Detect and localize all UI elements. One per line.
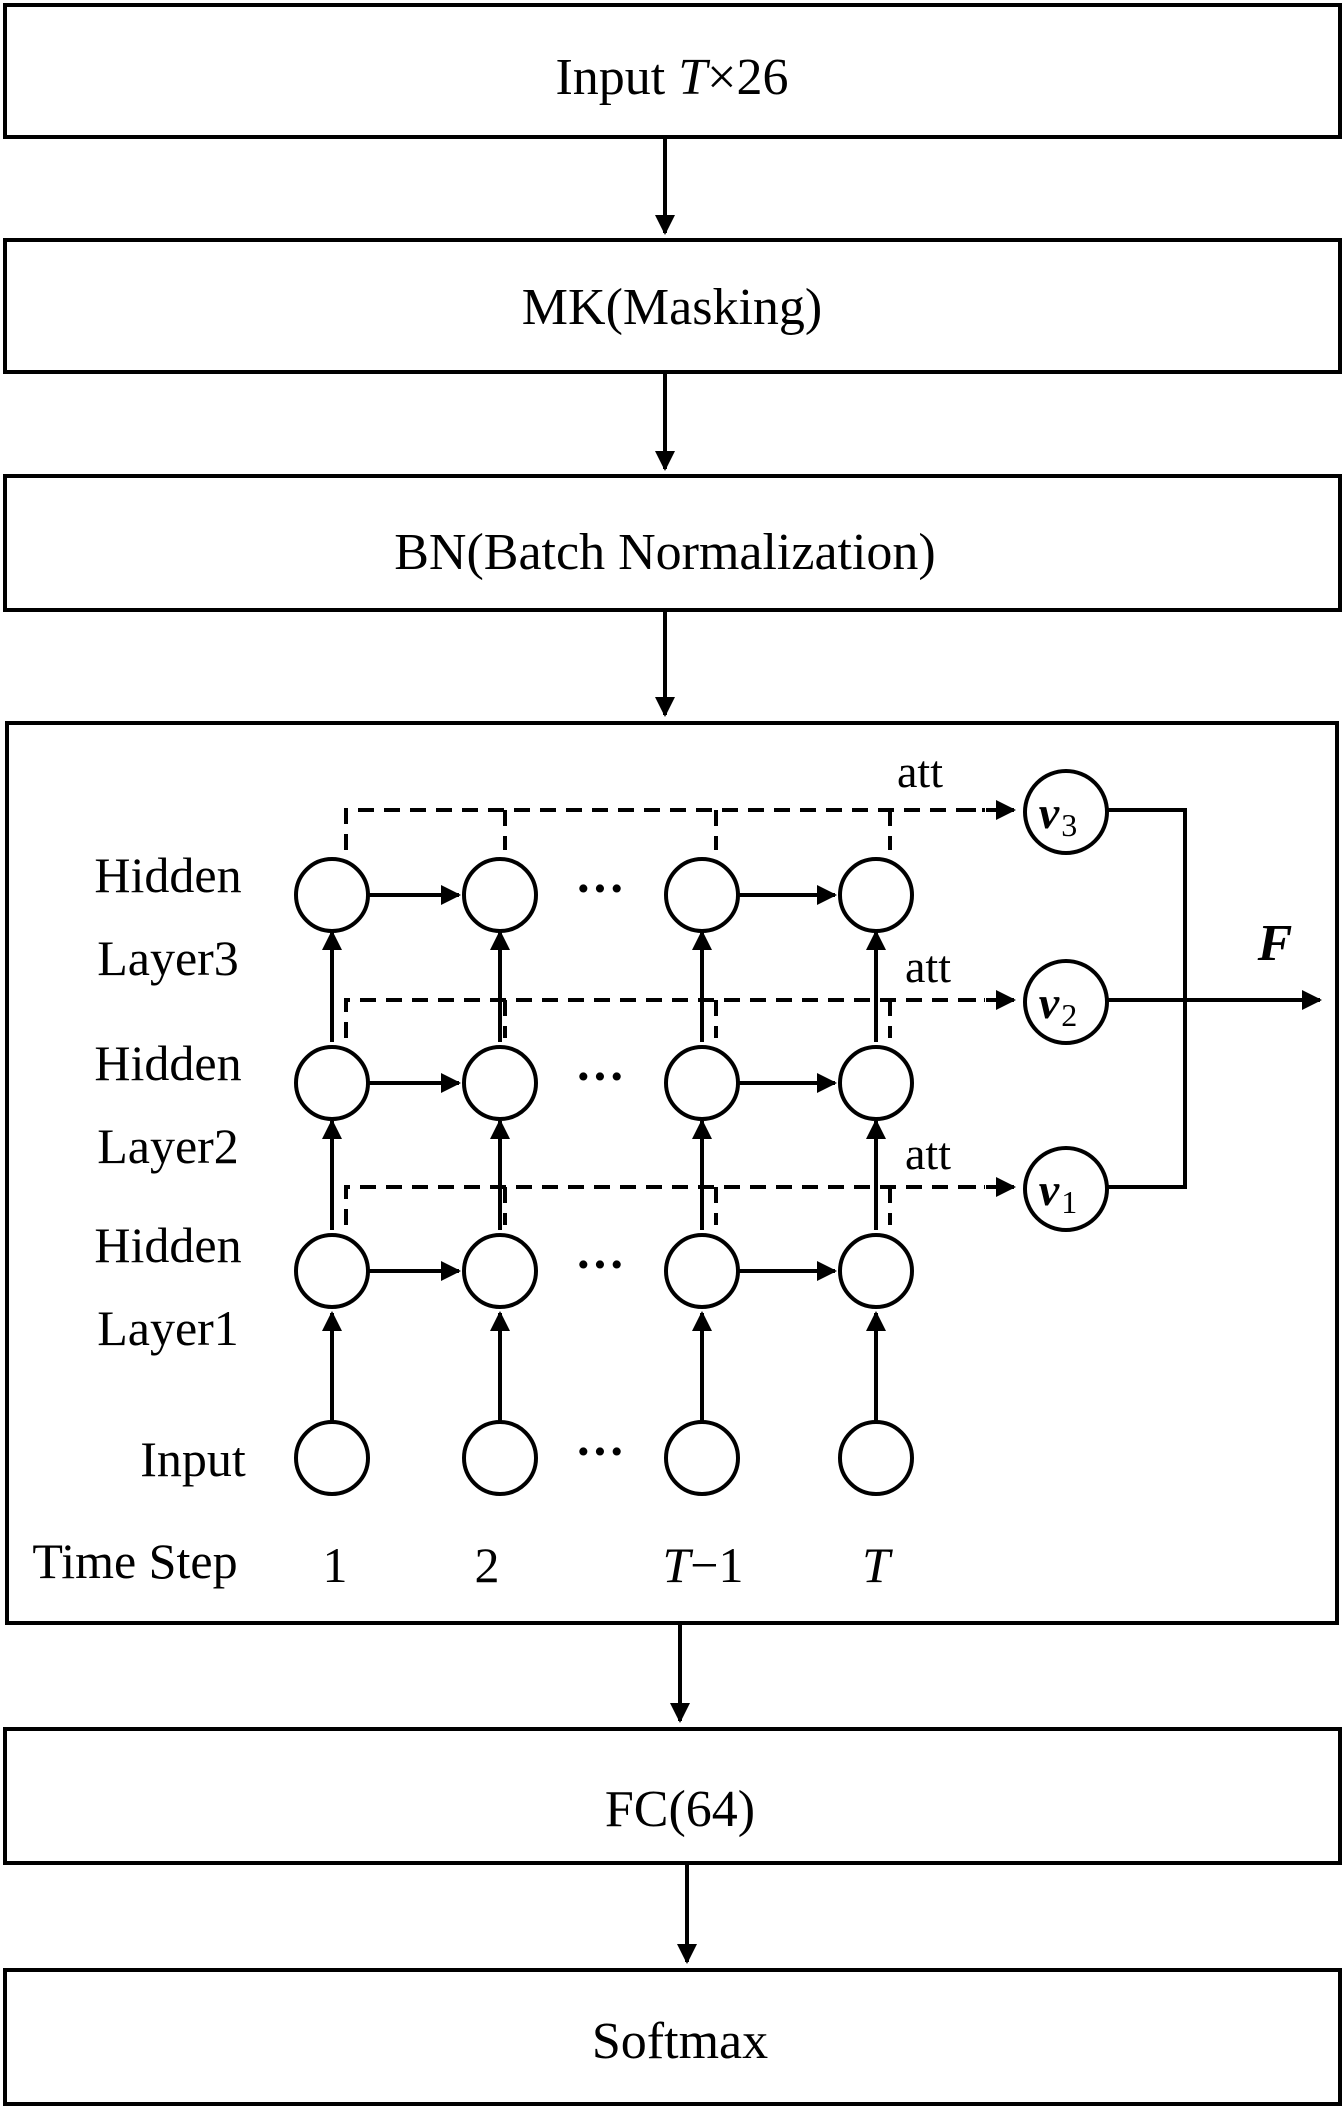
time-step-2: 2 xyxy=(475,1537,500,1593)
batch-norm-stage: BN(Batch Normalization) xyxy=(3,474,1342,612)
input-node-1 xyxy=(294,1420,370,1496)
layer3-node-1 xyxy=(294,857,370,933)
layer1-label-line1: Hidden xyxy=(94,1217,241,1273)
layer2-nodes xyxy=(294,1045,914,1121)
att-label-layer1: att xyxy=(905,1128,951,1179)
input-stage: Input T×26 xyxy=(3,3,1342,139)
attention-aggregation xyxy=(1107,808,1322,1189)
attention-dashes-layer1 xyxy=(344,1177,1016,1225)
layer2-label-line1: Hidden xyxy=(94,1035,241,1091)
attention-node-v2: v2 xyxy=(1023,959,1109,1045)
layer2-ellipsis: ··· xyxy=(575,1048,625,1104)
input-node-t xyxy=(838,1420,914,1496)
batch-norm-stage-label: BN(Batch Normalization) xyxy=(394,524,936,581)
input-stage-label: Input T×26 xyxy=(555,49,788,106)
masking-stage-label: MK(Masking) xyxy=(522,279,822,336)
layer3-node-2 xyxy=(462,857,538,933)
input-node-t-minus-1 xyxy=(664,1420,740,1496)
fc-stage-label: FC(64) xyxy=(605,1781,755,1838)
svg-text:v1: v1 xyxy=(1039,1164,1077,1220)
input-ellipsis: ··· xyxy=(575,1423,625,1479)
layer2-label-line2: Layer2 xyxy=(97,1118,239,1174)
time-step-label: Time Step xyxy=(32,1533,237,1589)
att-label-layer2: att xyxy=(905,941,951,992)
layer1-label-line2: Layer1 xyxy=(97,1300,239,1356)
softmax-stage: Softmax xyxy=(3,1968,1342,2106)
layer2-node-1 xyxy=(294,1045,370,1121)
layer3-label-line2: Layer3 xyxy=(97,930,239,986)
layer2-node-t xyxy=(838,1045,914,1121)
vertical-connections xyxy=(322,930,886,1422)
layer1-node-1 xyxy=(294,1233,370,1309)
layer3-ellipsis: ··· xyxy=(575,860,625,916)
layer3-nodes xyxy=(294,857,914,933)
attention-dashes-layer2 xyxy=(344,990,1016,1038)
rnn-block: Hidden Layer3 Hidden Layer2 Hidden Layer… xyxy=(5,721,1339,1625)
fc-stage: FC(64) xyxy=(3,1727,1342,1865)
layer1-node-2 xyxy=(462,1233,538,1309)
layer2-node-t-minus-1 xyxy=(664,1045,740,1121)
horizontal-connections xyxy=(369,885,837,1281)
attention-node-v1: v1 xyxy=(1023,1146,1109,1232)
layer3-node-t-minus-1 xyxy=(664,857,740,933)
layer1-ellipsis: ··· xyxy=(575,1236,625,1292)
attention-node-v3: v3 xyxy=(1023,769,1109,855)
time-step-t-minus-1: T−1 xyxy=(662,1537,743,1593)
softmax-stage-label: Softmax xyxy=(592,2013,768,2070)
output-f-label: F xyxy=(1257,915,1293,972)
masking-stage: MK(Masking) xyxy=(3,238,1342,374)
layer1-node-t-minus-1 xyxy=(664,1233,740,1309)
time-step-t: T xyxy=(862,1537,893,1593)
time-step-1: 1 xyxy=(323,1537,348,1593)
layer1-node-t xyxy=(838,1233,914,1309)
input-nodes xyxy=(294,1420,914,1496)
svg-text:v3: v3 xyxy=(1039,787,1077,843)
layer3-node-t xyxy=(838,857,914,933)
svg-text:v2: v2 xyxy=(1039,977,1077,1033)
input-row-label: Input xyxy=(140,1431,246,1487)
att-label-layer3: att xyxy=(897,746,943,797)
layer2-node-2 xyxy=(462,1045,538,1121)
input-node-2 xyxy=(462,1420,538,1496)
layer1-nodes xyxy=(294,1233,914,1309)
attention-dashes-layer3 xyxy=(344,800,1016,850)
layer3-label-line1: Hidden xyxy=(94,847,241,903)
